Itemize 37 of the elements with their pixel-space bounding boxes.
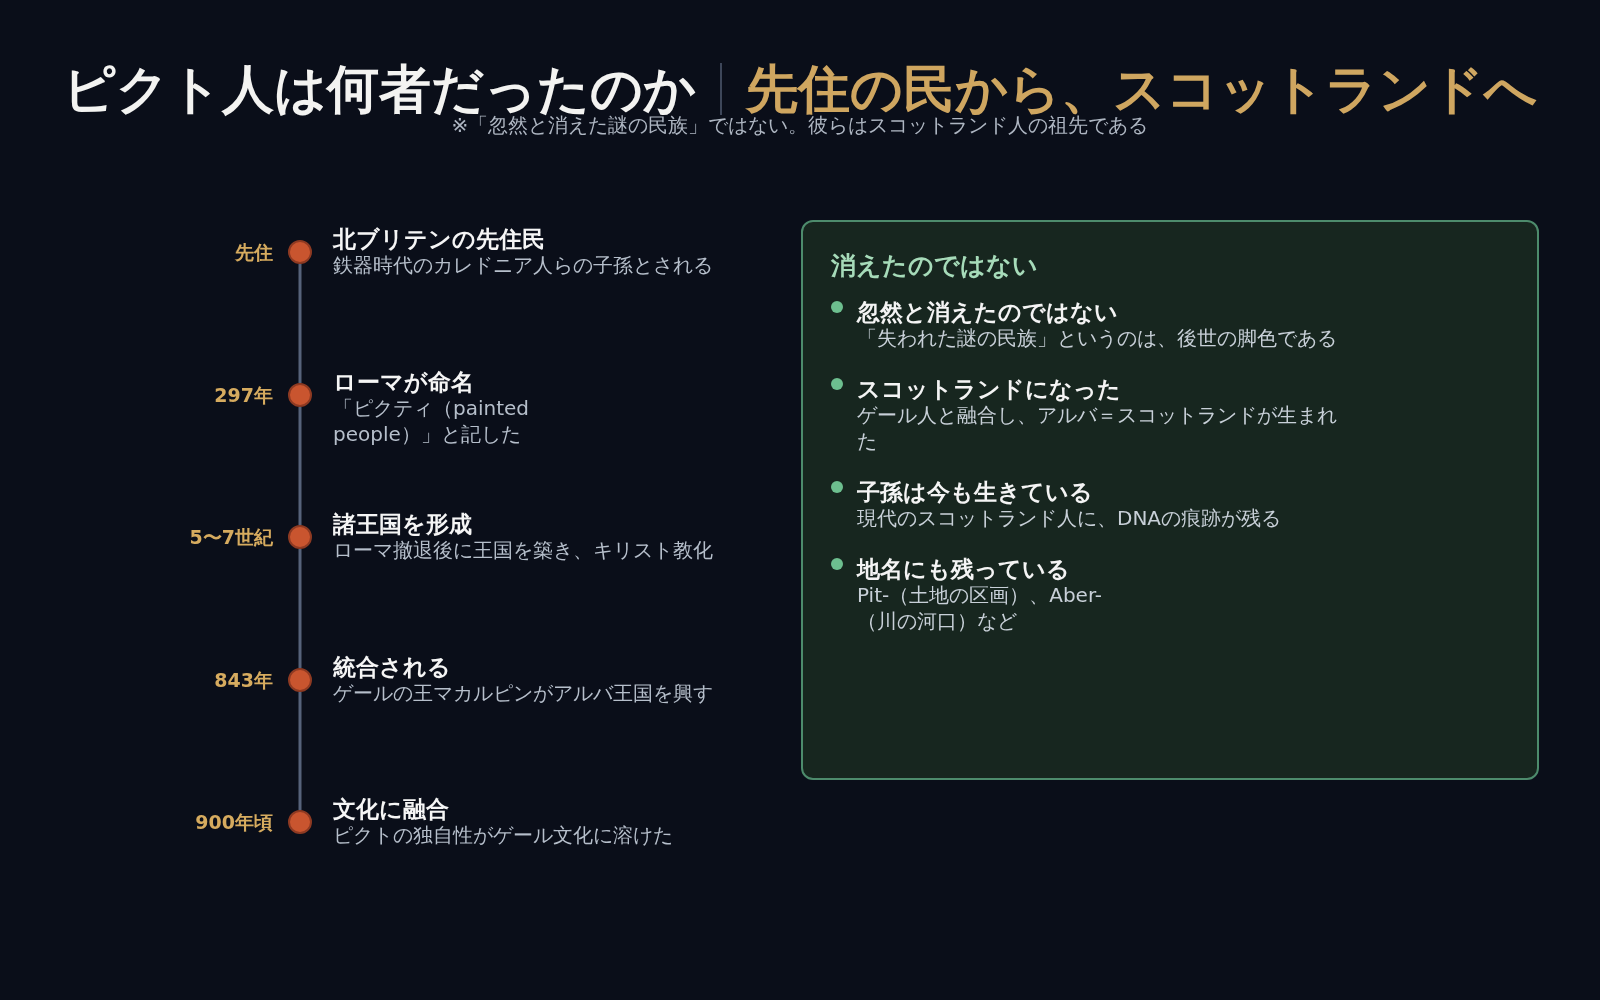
date-label: 297年 [214, 383, 273, 407]
event-title: 文化に融合 [333, 796, 449, 822]
event-title: 北ブリテンの先住民 [333, 226, 545, 252]
timeline-line [298, 264, 302, 383]
event-description: ローマ撤退後に王国を築き、キリスト教化 [333, 537, 713, 563]
timeline-line [298, 692, 302, 810]
item-title: 子孫は今も生きている [857, 479, 1093, 505]
event-title: 統合される [333, 654, 451, 680]
timeline-dot [288, 810, 312, 834]
event-description: ゲールの王マカルピンがアルバ王国を興す [333, 680, 713, 706]
timeline-dot [288, 668, 312, 692]
event-description: ピクトの独自性がゲール文化に溶けた [333, 822, 673, 848]
date-label: 5〜7世紀 [189, 525, 273, 549]
date-label: 900年頃 [195, 810, 273, 834]
event-description: 鉄器時代のカレドニア人らの子孫とされる [333, 252, 713, 278]
info-panel [801, 220, 1539, 780]
event-title: ローマが命名 [333, 369, 474, 395]
date-label: 843年 [214, 668, 273, 692]
item-description: Pit-（土地の区画）、Aber-（川の河口）など [857, 582, 1104, 634]
panel-heading: 消えたのではない [831, 251, 1038, 281]
timeline-dot [288, 383, 312, 407]
item-title: スコットランドになった [857, 376, 1121, 402]
subtitle-heading: 先住の民から、スコットランドへ [746, 63, 1537, 115]
date-label: 先住 [235, 240, 273, 264]
item-description: 現代のスコットランド人に、DNAの痕跡が残る [857, 505, 1282, 531]
timeline-line [298, 549, 302, 668]
title-heading: ピクト人は何者だったのか [63, 63, 696, 115]
timeline-dot [288, 525, 312, 549]
item-description: 「失われた謎の民族」というのは、後世の脚色である [857, 325, 1337, 351]
note-text: ※「忽然と消えた謎の民族」ではない。彼らはスコットランド人の祖先である [451, 114, 1149, 136]
item-title: 忽然と消えたのではない [857, 299, 1118, 325]
event-title: 諸王国を形成 [333, 511, 472, 537]
timeline-dot [288, 240, 312, 264]
event-description: 「ピクティ（painted people）」と記した [333, 395, 531, 447]
timeline-line [298, 407, 302, 525]
item-title: 地名にも残っている [857, 556, 1070, 582]
item-description: ゲール人と融合し、アルバ＝スコットランドが生まれた [857, 402, 1338, 454]
